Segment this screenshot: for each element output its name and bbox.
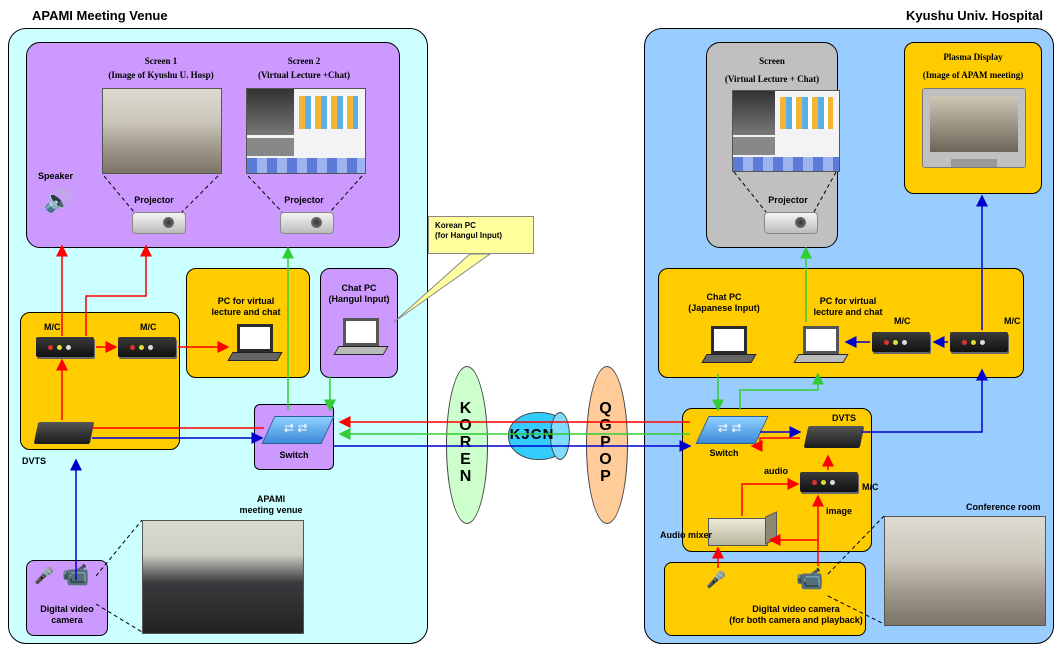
left-camera-group [26,560,108,636]
left-projector2-label: Projector [284,195,324,205]
right-projector-label: Projector [768,195,808,205]
right-mc2-device [950,332,1008,352]
line-dvts-mc2 [862,368,988,433]
left-dvts-label: DVTS [22,456,47,466]
left-site-title: APAMI Meeting Venue [32,8,168,23]
left-mc1-device [36,337,94,357]
venue-photo [142,520,304,634]
right-switch-label: Switch [709,448,739,458]
right-camera-label: Digital video camera (for both camera an… [729,604,863,625]
right-dvts-label: DVTS [832,413,857,423]
left-chat-pc-laptop [333,318,389,364]
pointer-venue-photo-2 [95,603,143,633]
right-chat-pc-label: Chat PC (Japanese Input) [688,292,760,313]
right-audio-label: audio [764,466,788,476]
kjcn-cylinder-end [550,412,570,460]
right-screen-title: Screen [759,56,785,66]
left-mc2-device [118,337,176,357]
left-mic-icon: 🎤 [34,568,54,585]
screen1-image [102,88,222,174]
callout-tail [393,253,492,323]
right-mc3-label: M/C [862,482,879,492]
screen2-title: Screen 2 [287,56,321,66]
speaker-label: Speaker [38,171,74,181]
audio-mixer-device [708,518,768,546]
cone-right-projector [733,171,837,213]
audio-mixer-label: Audio mixer [660,530,713,540]
right-mc1-device [872,332,930,352]
left-camera-label: Digital video camera [40,604,94,625]
plasma-subtitle: (Image of APAM meeting) [922,70,1024,80]
right-pc-virtual-label: PC for virtual lecture and chat [813,296,883,317]
pointer-venue-photo-1 [95,519,143,577]
right-screen-subtitle: (Virtual Lecture + Chat) [724,74,820,84]
pointer-room-photo-2 [827,595,885,625]
qgpop-network [586,366,628,524]
right-image-label: image [826,506,853,516]
line-mixer-mc3 [741,478,800,516]
speaker-icon: 🔊 [44,188,72,213]
line-switch-right-pc [739,372,824,410]
right-camera-icon: 📹 [796,566,824,591]
right-mc1-label: M/C [894,316,911,326]
left-mc2-label: M/C [140,322,157,332]
left-projector1-icon [132,212,186,234]
right-mc2-label: M/C [1004,316,1021,326]
right-chat-pc-laptop [701,326,757,372]
right-site-title: Kyushu Univ. Hospital [906,8,1043,23]
right-camera-group [664,562,866,636]
conference-room-photo [884,516,1046,626]
left-pc-virtual-laptop [227,324,283,370]
line-right-dvts-switch-red [750,437,800,452]
right-screen-image [732,90,840,172]
korean-pc-callout: Korean PC (for Hangul Input) [428,216,534,254]
left-pc-virtual-label: PC for virtual lecture and chat [211,296,281,317]
left-mc1-label: M/C [44,322,61,332]
line-mc1-projector1 [85,244,152,336]
koren-network [446,366,488,524]
right-projector-icon [764,212,818,234]
screen2-image [246,88,366,174]
right-mic-icon: 🎤 [706,572,726,589]
pointer-room-photo-1 [827,515,885,575]
plasma-display [922,88,1026,168]
screen1-subtitle: (Image of Kyushu U. Hosp) [108,70,214,80]
left-switch-label: Switch [279,450,309,460]
right-mc3-device [800,472,858,492]
left-projector2-icon [280,212,334,234]
left-chat-pc-label: Chat PC (Hangul Input) [328,283,390,304]
screen2-subtitle: (Virtual Lecture +Chat) [257,70,351,80]
right-pc-virtual-laptop [793,326,849,372]
conference-room-label: Conference room [966,502,1041,512]
cone-projector1 [103,175,219,213]
venue-photo-label: APAMI meeting venue [239,494,303,515]
cone-projector2 [247,175,363,213]
screen1-title: Screen 1 [144,56,178,66]
left-projector1-label: Projector [134,195,174,205]
plasma-title: Plasma Display [943,52,1003,62]
